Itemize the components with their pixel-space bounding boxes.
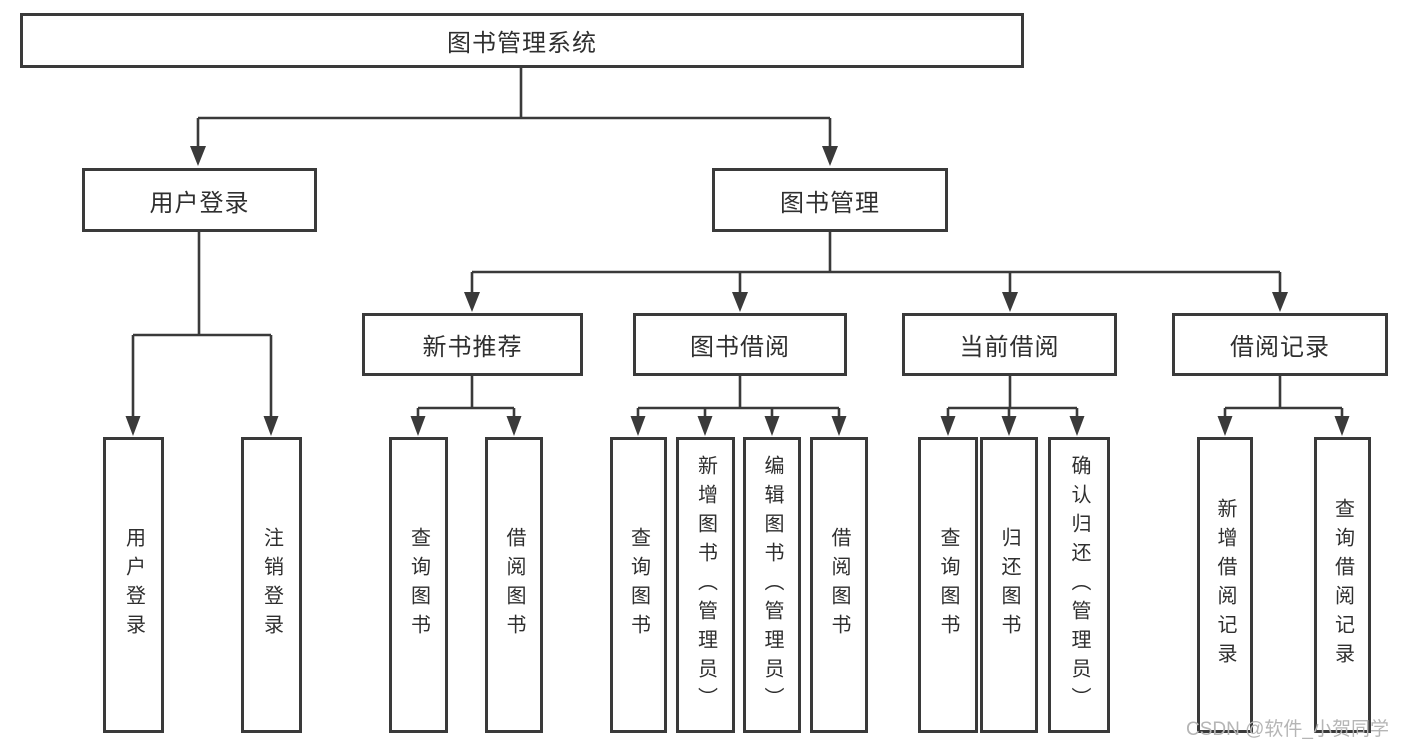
node-book-management: 图书管理 [712,168,948,232]
leaf-user-login: 用户登录 [103,437,164,733]
leaf-edit-books-admin: 编辑图书（管理员） [743,437,801,733]
leaf-query-books-recommend: 查询图书 [389,437,448,733]
node-borrowing-records: 借阅记录 [1172,313,1388,376]
leaf-add-borrow-record: 新增借阅记录 [1197,437,1253,733]
node-book-borrowing: 图书借阅 [633,313,847,376]
leaf-return-books: 归还图书 [980,437,1038,733]
leaf-confirm-return-admin: 确认归还（管理员） [1048,437,1110,733]
leaf-query-borrow-record: 查询借阅记录 [1314,437,1371,733]
leaf-borrow-books: 借阅图书 [810,437,868,733]
node-current-borrowing: 当前借阅 [902,313,1117,376]
leaf-query-books-borrowing: 查询图书 [610,437,667,733]
leaf-logout: 注销登录 [241,437,302,733]
connector-arrowheads [125,146,1350,436]
leaf-query-books-current: 查询图书 [918,437,978,733]
leaf-borrow-books-recommend: 借阅图书 [485,437,543,733]
leaf-add-books-admin: 新增图书（管理员） [676,437,735,733]
node-user-login: 用户登录 [82,168,317,232]
node-library-management-system: 图书管理系统 [20,13,1024,68]
connector-lines [131,68,1344,420]
watermark-text: CSDN @软件_小贺同学 [1186,719,1389,740]
node-new-book-recommendation: 新书推荐 [362,313,583,376]
